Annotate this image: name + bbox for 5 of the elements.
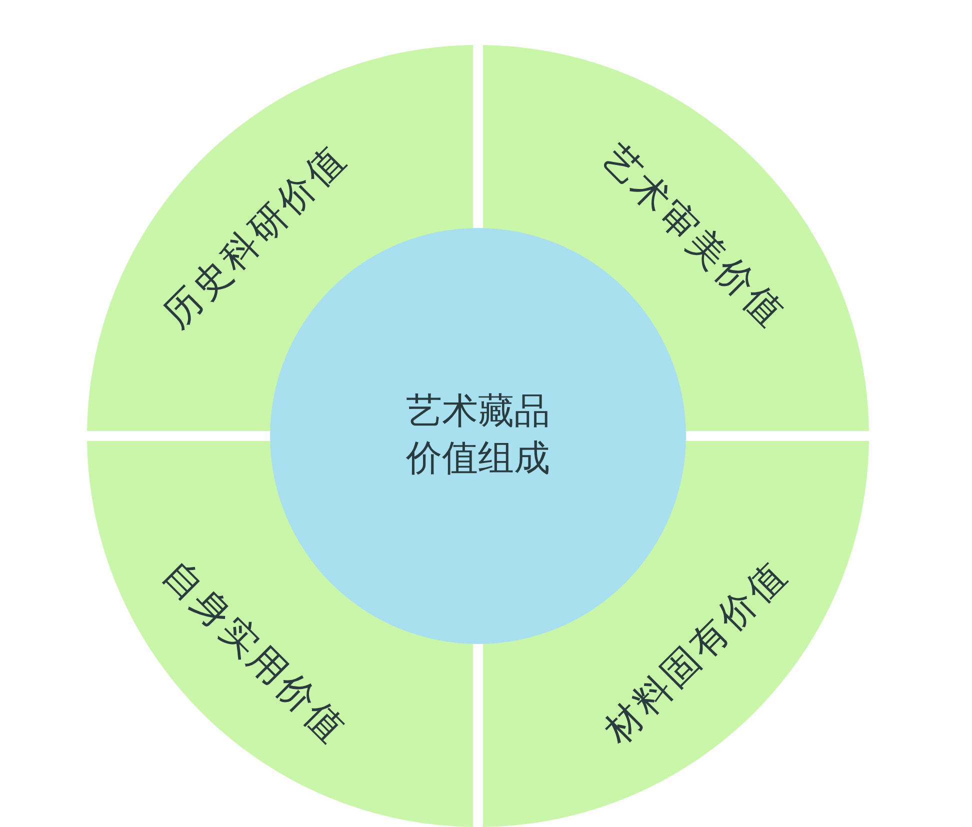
segment-label: 历史科研价值	[157, 138, 353, 334]
segment-label: 材料固有价值	[598, 554, 794, 750]
segment-label: 自身实用价值	[157, 554, 353, 750]
segment-label: 艺术审美价值	[596, 138, 792, 334]
center-label: 艺术藏品价值组成	[405, 390, 551, 481]
